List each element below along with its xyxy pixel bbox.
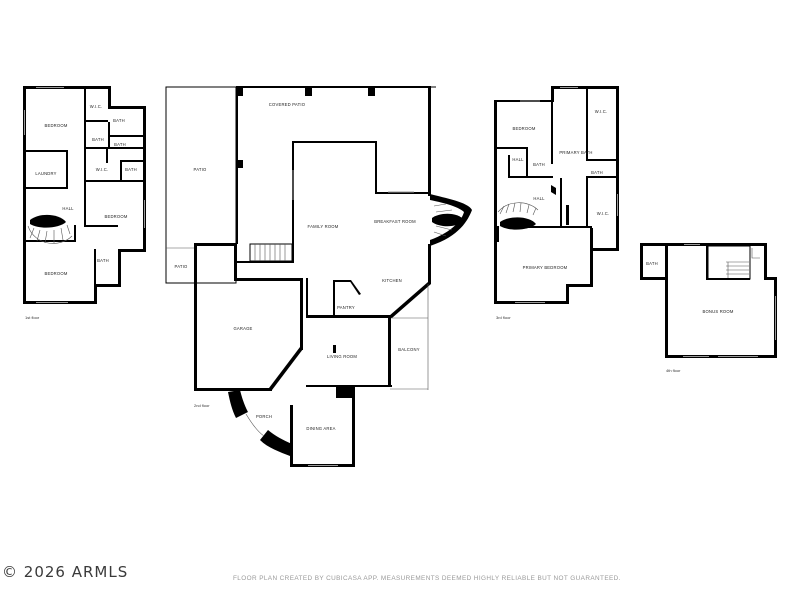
- room-label: BONUS ROOM: [702, 309, 733, 314]
- floor-label: 4th floor: [666, 368, 681, 373]
- room-label: GARAGE: [233, 326, 252, 331]
- floor-3-plan: [494, 86, 619, 304]
- room-label: PANTRY: [337, 305, 355, 310]
- room-label: BEDROOM: [512, 126, 535, 131]
- floor-1-plan: [23, 86, 146, 304]
- room-label: BATH: [125, 167, 137, 172]
- floor-4-labels: BATH BONUS ROOM 4th floor: [646, 261, 733, 373]
- room-label: PATIO: [194, 167, 207, 172]
- room-label: FAMILY ROOM: [308, 224, 339, 229]
- floor-1-labels: BEDROOM W.I.C. BATH BATH BATH LAUNDRY W.…: [25, 104, 137, 320]
- room-label: BATH: [646, 261, 658, 266]
- room-label: BEDROOM: [44, 271, 67, 276]
- room-label: COVERED PATIO: [269, 102, 306, 107]
- floor-label: 2nd floor: [194, 403, 210, 408]
- copyright-watermark: © 2026 ARMLS: [2, 563, 129, 581]
- floor-label: 1st floor: [25, 315, 40, 320]
- room-label: BATH: [114, 142, 126, 147]
- room-label: W.I.C.: [597, 211, 610, 216]
- room-label: PRIMARY BEDROOM: [523, 265, 568, 270]
- room-label: W.I.C.: [90, 104, 103, 109]
- room-label: BEDROOM: [44, 123, 67, 128]
- disclaimer-text: FLOOR PLAN CREATED BY CUBICASA APP. MEAS…: [233, 575, 621, 582]
- room-label: LIVING ROOM: [327, 354, 357, 359]
- room-label: PORCH: [256, 414, 272, 419]
- room-label: HALL: [62, 206, 74, 211]
- floor-4-plan: [640, 243, 777, 358]
- room-label: BATH: [97, 258, 109, 263]
- floor-2-plan: [165, 86, 472, 467]
- room-label: BATH: [591, 170, 603, 175]
- copyright-text: 2026 ARMLS: [23, 563, 129, 581]
- room-label: HALL: [533, 196, 545, 201]
- room-label: BATH: [92, 137, 104, 142]
- room-label: DINING AREA: [306, 426, 335, 431]
- floor-label: 3rd floor: [496, 315, 511, 320]
- room-label: BATH: [113, 118, 125, 123]
- room-label: W.I.C.: [595, 109, 608, 114]
- room-label: LAUNDRY: [35, 171, 56, 176]
- room-label: BATH: [533, 162, 545, 167]
- room-label: BEDROOM: [104, 214, 127, 219]
- room-label: HALL: [512, 157, 524, 162]
- room-label: BALCONY: [398, 347, 419, 352]
- floor-2-labels: COVERED PATIO PATIO FAMILY ROOM BREAKFAS…: [175, 102, 420, 431]
- room-label: PATIO: [175, 264, 188, 269]
- room-label: BREAKFAST ROOM: [374, 219, 416, 224]
- room-label: KITCHEN: [382, 278, 402, 283]
- room-label: W.I.C.: [96, 167, 109, 172]
- room-label: PRIMARY BATH: [559, 150, 592, 155]
- floor-3-labels: BEDROOM W.I.C. HALL BATH PRIMARY BATH BA…: [496, 109, 609, 320]
